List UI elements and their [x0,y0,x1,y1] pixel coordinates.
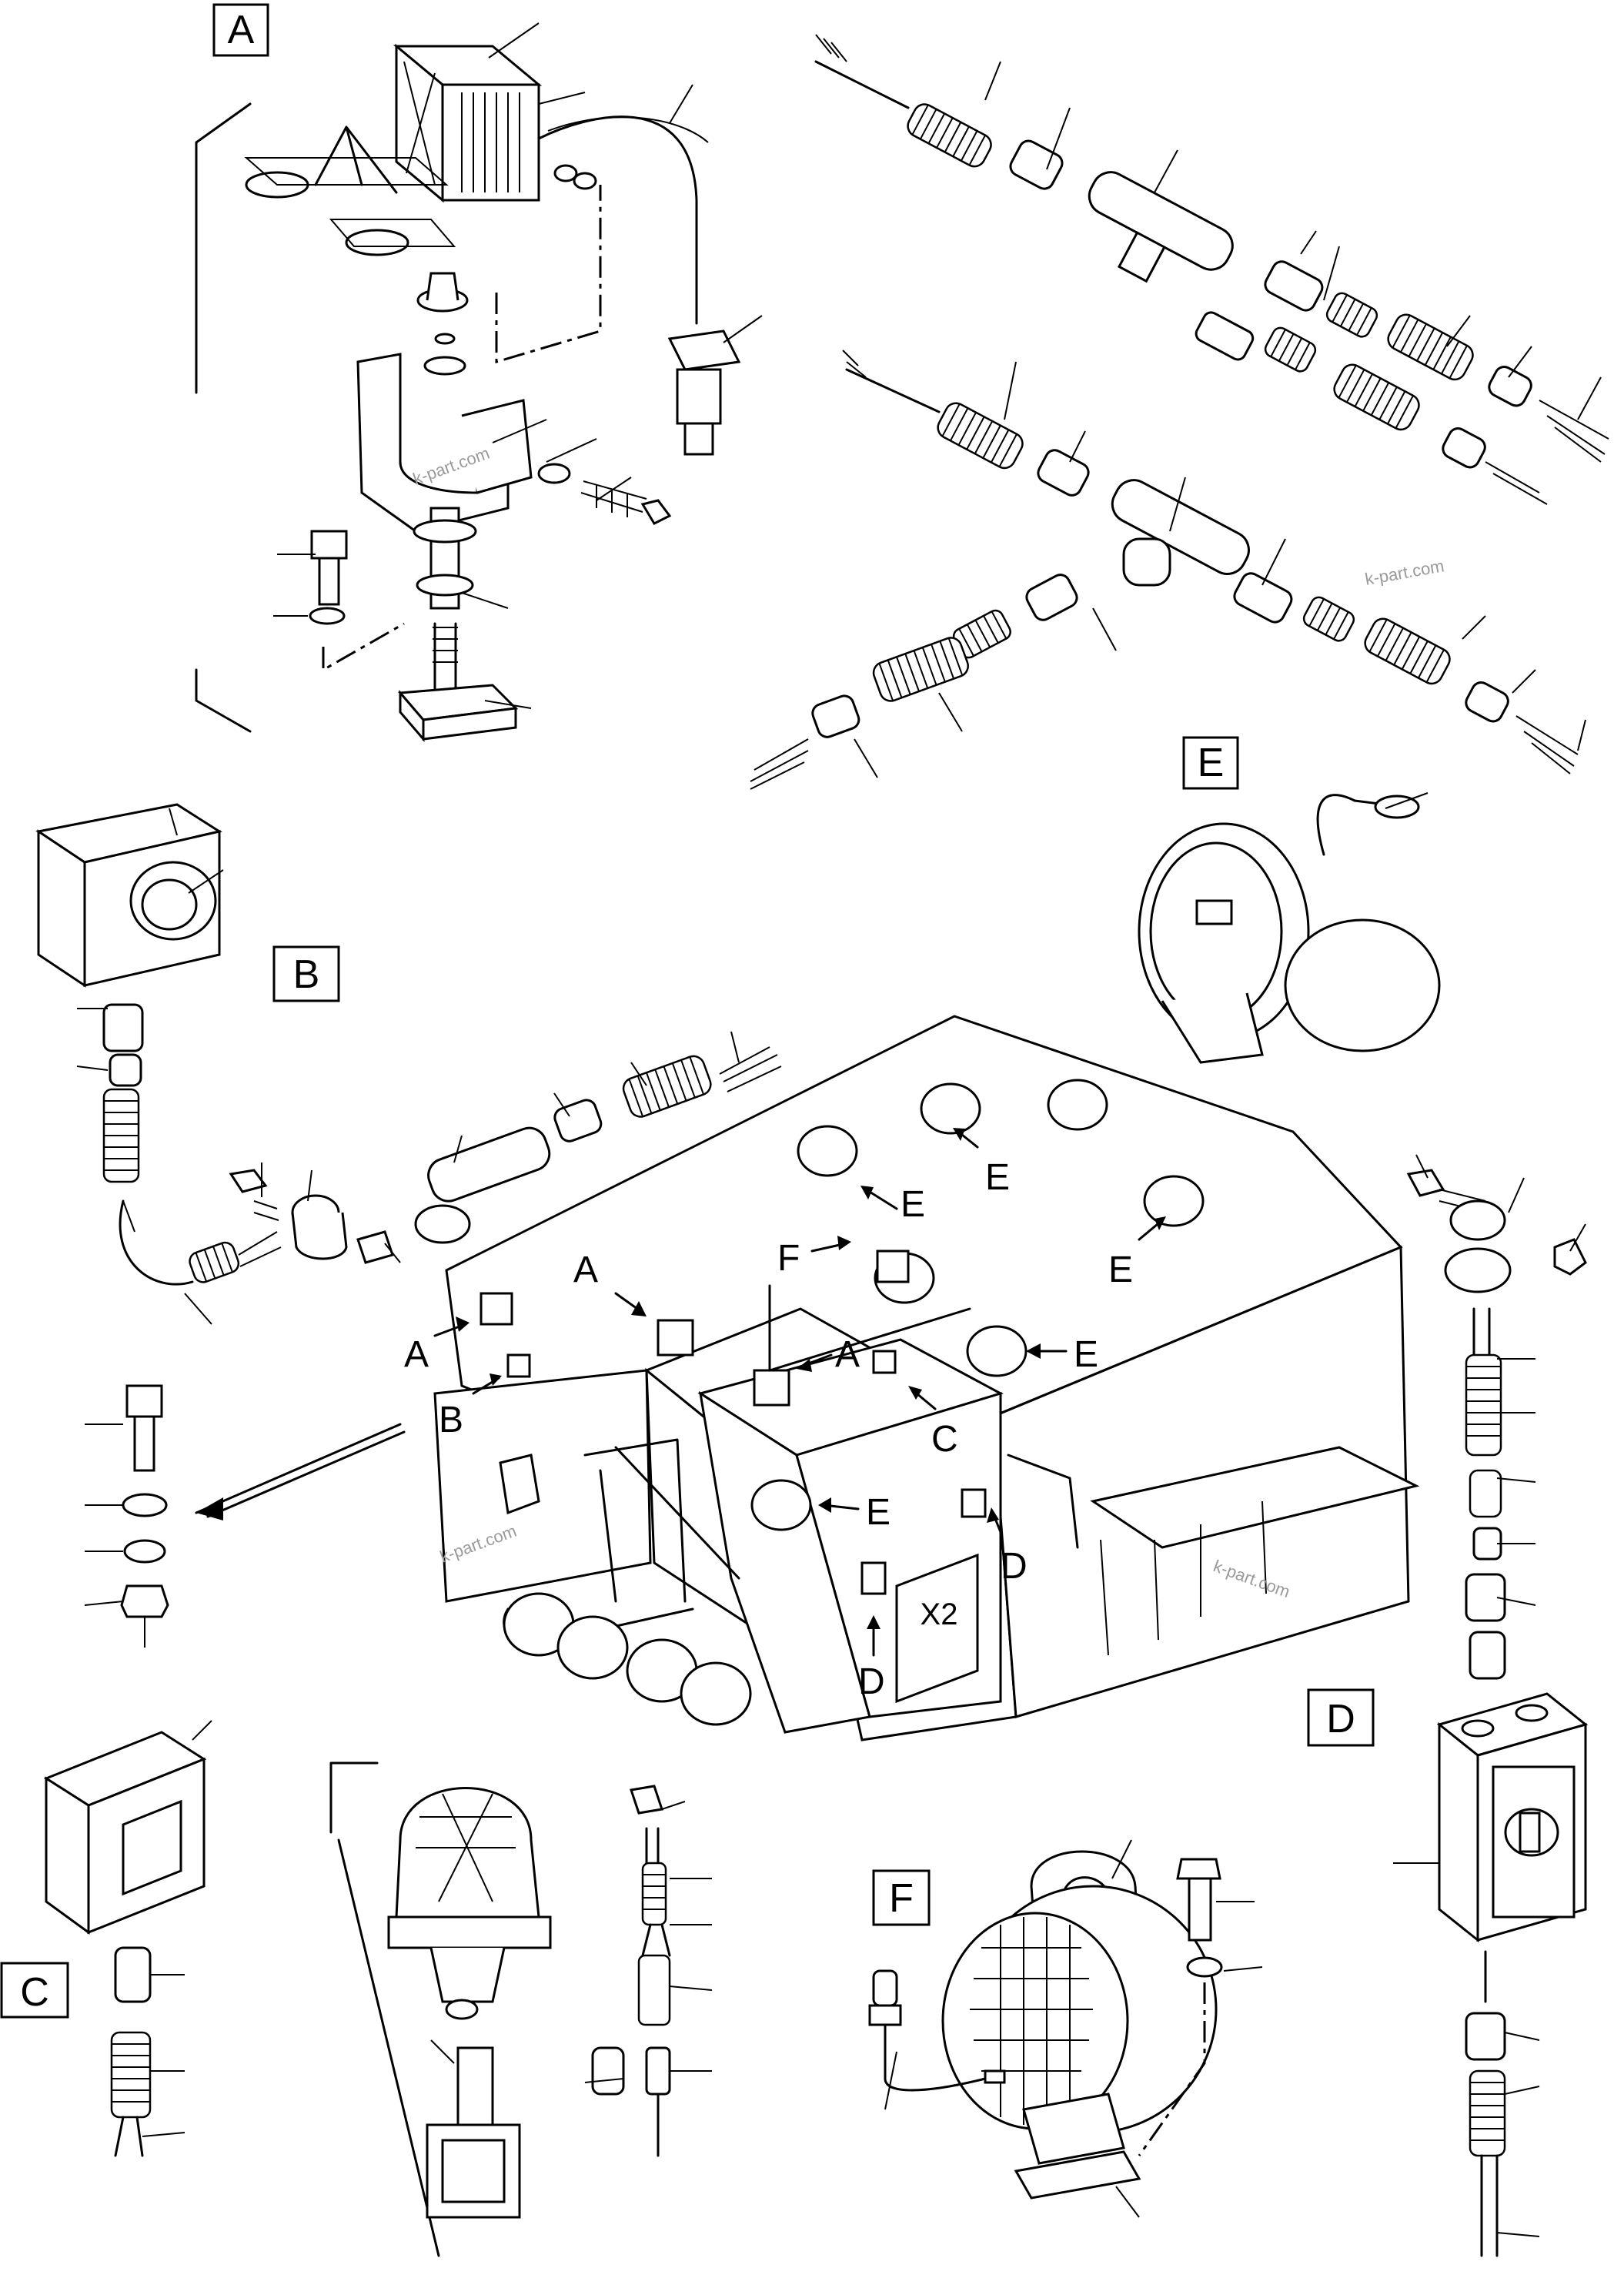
detail-b-socket-assembly: B [35,803,782,1325]
callout-e-5: E [866,1492,891,1533]
cable-harness-top-right [750,34,1609,790]
callout-e-1: E [901,1184,925,1225]
callout-b: B [439,1400,463,1440]
rotating-beacon-assembly [329,1761,713,2257]
detail-box-b [272,945,340,1002]
x2-plate [895,1553,979,1704]
detail-label-a: A [228,8,255,52]
callout-f: F [777,1238,800,1279]
detail-box-c [0,1962,69,2019]
callout-c: C [931,1419,958,1460]
detail-label-e: E [1198,741,1225,785]
watermark: k-part.com [1364,556,1446,589]
callout-a-2: A [573,1250,598,1290]
detail-f-work-lamp: F [868,1839,1263,2218]
machine-callouts: A A A B C D D E E E E E F [404,1128,1166,1702]
detail-d-switch-assembly: D [1307,1154,1589,2257]
callout-e-3: E [1108,1250,1133,1290]
x2-plate-label: X2 [921,1597,958,1631]
detail-label-f: F [889,1876,914,1921]
callout-d-2: D [858,1661,885,1702]
detail-box-d [1307,1688,1375,1747]
detail-c-switch-box: C [0,1720,212,2157]
callout-a-1: A [404,1334,429,1375]
callout-e-4: E [1074,1334,1098,1375]
callout-d-1: D [1001,1546,1028,1587]
machine-body: X2 [433,1015,1420,1741]
detail-a-work-lamp-assembly: A [195,3,763,743]
callout-a-3: A [835,1334,860,1375]
detail-label-b: B [293,952,320,997]
fastener-stack [84,1384,406,1648]
detail-box-e [1182,736,1239,790]
detail-box-a [212,3,269,57]
detail-box-f [872,1869,931,1926]
detail-e-round-lamp: E [1138,736,1441,1064]
detail-label-d: D [1326,1697,1355,1741]
detail-label-c: C [20,1970,49,2015]
callout-e-2: E [985,1157,1010,1198]
